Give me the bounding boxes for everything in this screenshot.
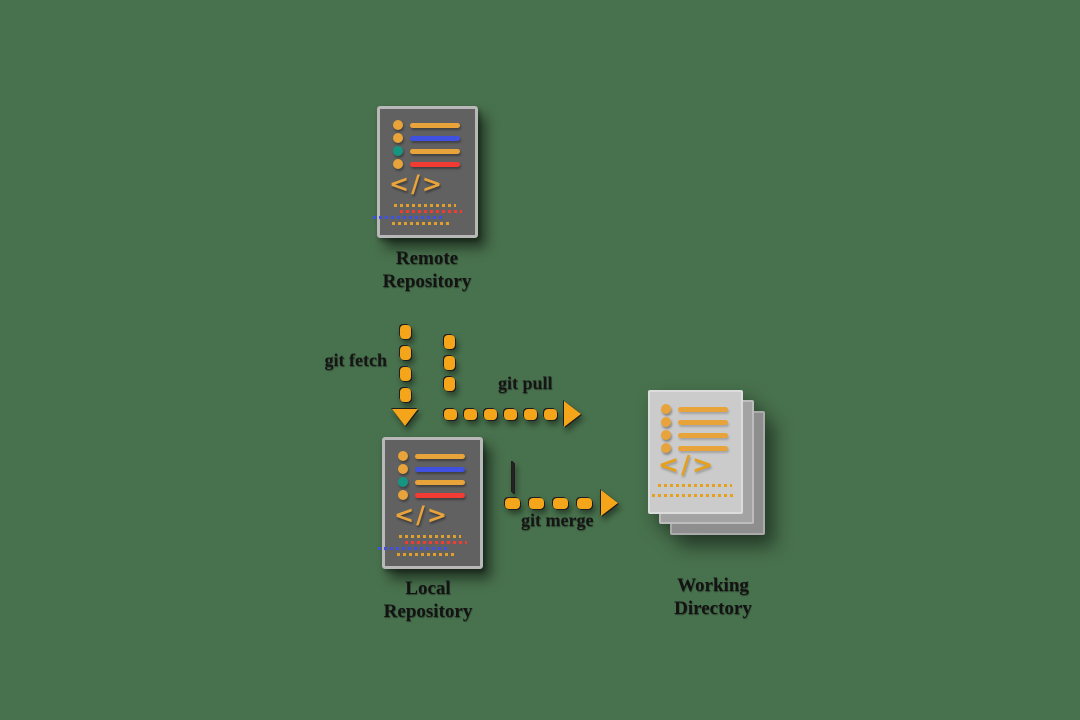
text-line [678, 432, 728, 438]
local-repository-icon: </> [378, 437, 483, 569]
working-directory-icon: </> [648, 390, 773, 540]
text-line [410, 161, 460, 167]
arrow-dash [464, 408, 477, 420]
list-row [661, 404, 741, 414]
working-directory-label: Working Directory [633, 574, 793, 620]
bullet-icon [398, 477, 408, 487]
text-line [678, 445, 728, 451]
arrow-dash [444, 408, 457, 420]
git-merge-label: git merge [521, 510, 594, 530]
dotted-line [378, 547, 450, 550]
arrow-dash [399, 367, 411, 381]
arrow-dash [444, 356, 455, 370]
label-line: Working [677, 575, 749, 596]
code-tag-icon: </> [394, 501, 449, 529]
local-repository-label: Local Repository [348, 577, 508, 623]
list-row [398, 477, 480, 487]
arrow-vertical-segment [444, 335, 455, 398]
label-line: Repository [383, 601, 473, 622]
text-line [415, 466, 465, 472]
arrow-dash [529, 497, 544, 509]
code-tag-icon: </> [658, 450, 716, 479]
text-line [415, 453, 465, 459]
dotted-line [397, 553, 455, 556]
bullet-icon [393, 133, 403, 143]
text-line [678, 406, 728, 412]
arrowhead-down-icon [392, 409, 418, 426]
arrow-dash [577, 497, 592, 509]
arrow-horizontal-segment [505, 490, 618, 516]
list-row [661, 417, 741, 427]
git-pull-label: git pull [498, 373, 553, 393]
arrow-dash [399, 346, 411, 360]
dotted-line [399, 535, 461, 538]
remote-repository-icon: </> [373, 106, 478, 238]
dotted-line [394, 204, 456, 207]
list-row [398, 451, 480, 461]
text-line [415, 479, 465, 485]
remote-repository-label: Remote Repository [347, 247, 507, 293]
arrow-horizontal-segment [444, 401, 581, 427]
label-line: Local [405, 578, 451, 599]
arrow-dash [484, 408, 497, 420]
arrow-dash [444, 377, 455, 391]
dotted-line [392, 222, 450, 225]
code-tag-icon: </> [389, 170, 444, 198]
bullet-icon [393, 159, 403, 169]
git-fetch-arrow [392, 325, 418, 426]
bullet-icon [661, 443, 671, 453]
git-pull-arrow [438, 335, 598, 427]
arrow-dash [505, 497, 520, 509]
label-line: Remote [395, 248, 459, 269]
arrow-start-tick [512, 462, 514, 493]
git-merge-arrow [505, 462, 625, 516]
bullet-icon [393, 120, 403, 130]
bullet-icon [398, 451, 408, 461]
label-line: Repository [382, 271, 472, 292]
list-row [661, 443, 741, 453]
arrow-dash [399, 388, 411, 402]
dotted-line [405, 541, 467, 544]
page-front: </> [648, 390, 743, 514]
bullet-icon [393, 146, 403, 156]
label-line: Directory [674, 598, 752, 619]
arrow-dash [524, 408, 537, 420]
list-row [661, 430, 741, 440]
arrow-dash [399, 325, 411, 339]
arrow-dash [544, 408, 557, 420]
text-line [410, 135, 460, 141]
list-row [393, 120, 475, 130]
arrow-dash [504, 408, 517, 420]
bullet-icon [661, 417, 671, 427]
bullet-icon [398, 464, 408, 474]
git-fetch-label: git fetch [324, 350, 387, 370]
dotted-line [373, 216, 445, 219]
list-row [398, 490, 480, 500]
text-line [410, 122, 460, 128]
list-row [393, 133, 475, 143]
list-row [393, 159, 475, 169]
list-row [393, 146, 475, 156]
arrowhead-right-icon [564, 401, 581, 427]
arrowhead-right-icon [601, 490, 618, 516]
text-line [678, 419, 728, 425]
dotted-line [400, 210, 462, 213]
arrow-dash [553, 497, 568, 509]
dotted-line [652, 494, 734, 497]
dotted-line [658, 484, 732, 487]
bullet-icon [661, 430, 671, 440]
bullet-icon [398, 490, 408, 500]
list-row [398, 464, 480, 474]
text-line [415, 492, 465, 498]
bullet-icon [661, 404, 671, 414]
text-line [410, 148, 460, 154]
arrow-dash [444, 335, 455, 349]
